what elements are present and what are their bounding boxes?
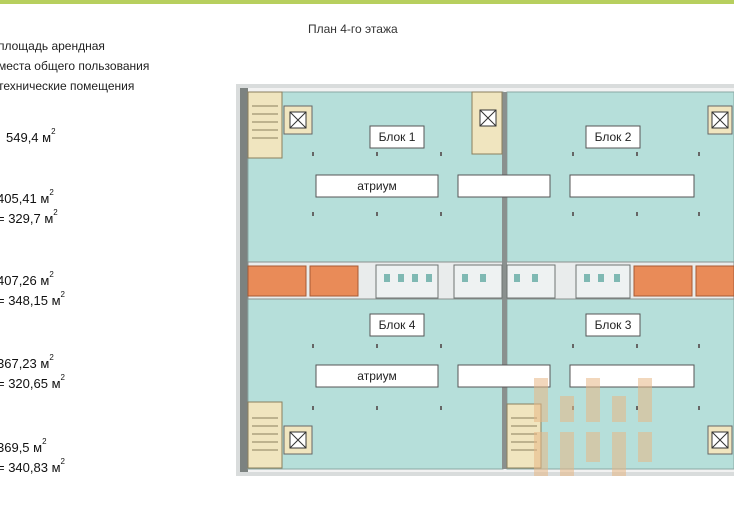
area-block2-gross: 407,26 м2	[0, 270, 54, 288]
core-bottom-left	[247, 401, 313, 469]
block-1-label: Блок 1	[369, 125, 425, 149]
svg-text:атриум: атриум	[357, 179, 396, 193]
core-top-right	[707, 105, 733, 135]
atrium-top-left: атриум	[315, 174, 439, 198]
block-3-label: Блок 3	[585, 313, 641, 337]
legend-item-common: места общего пользования	[0, 59, 150, 73]
top-accent-line	[0, 0, 734, 4]
floor-plan: Блок 1 Блок 2 Блок 4 Блок 3 атриум атриу…	[236, 84, 734, 476]
watermark-logo	[534, 378, 652, 476]
svg-text:Блок 1: Блок 1	[379, 130, 416, 144]
block-4-label: Блок 4	[369, 313, 425, 337]
atrium-top-center	[457, 174, 551, 198]
left-wall	[240, 88, 248, 472]
area-block1-net: = 329,7 м2	[0, 208, 58, 226]
atrium-bottom-right	[569, 364, 695, 388]
core-bottom-right	[707, 425, 733, 455]
legend-item-technical: технические помещения	[0, 79, 135, 93]
area-block3-gross: 367,23 м2	[0, 353, 54, 371]
atrium-bottom-left: атриум	[315, 364, 439, 388]
core-top-center	[471, 91, 503, 155]
area-block4-gross: 369,5 м2	[0, 437, 47, 455]
restrooms	[375, 264, 631, 299]
tech-room-left-1	[247, 265, 307, 297]
area-block4-net: = 340,83 м2	[0, 457, 65, 475]
svg-text:Блок 2: Блок 2	[595, 130, 632, 144]
tech-room-right-1	[633, 265, 693, 297]
tech-room-right-2	[695, 265, 734, 297]
svg-text:Блок 4: Блок 4	[379, 318, 416, 332]
atrium-top-right	[569, 174, 695, 198]
page-title: План 4-го этажа	[308, 22, 398, 36]
atrium-bottom-center	[457, 364, 551, 388]
area-block3-net: = 320,65 м2	[0, 373, 65, 391]
svg-text:Блок 3: Блок 3	[595, 318, 632, 332]
legend-item-rentable: площадь арендная	[0, 39, 105, 53]
area-total: 549,4 м2	[6, 127, 56, 145]
block-2-label: Блок 2	[585, 125, 641, 149]
central-wall	[502, 92, 507, 469]
area-block2-net: = 348,15 м2	[0, 290, 65, 308]
tech-room-left-2	[309, 265, 359, 297]
core-top-left	[247, 91, 313, 159]
area-block1-gross: 405,41 м2	[0, 188, 54, 206]
svg-text:атриум: атриум	[357, 369, 396, 383]
